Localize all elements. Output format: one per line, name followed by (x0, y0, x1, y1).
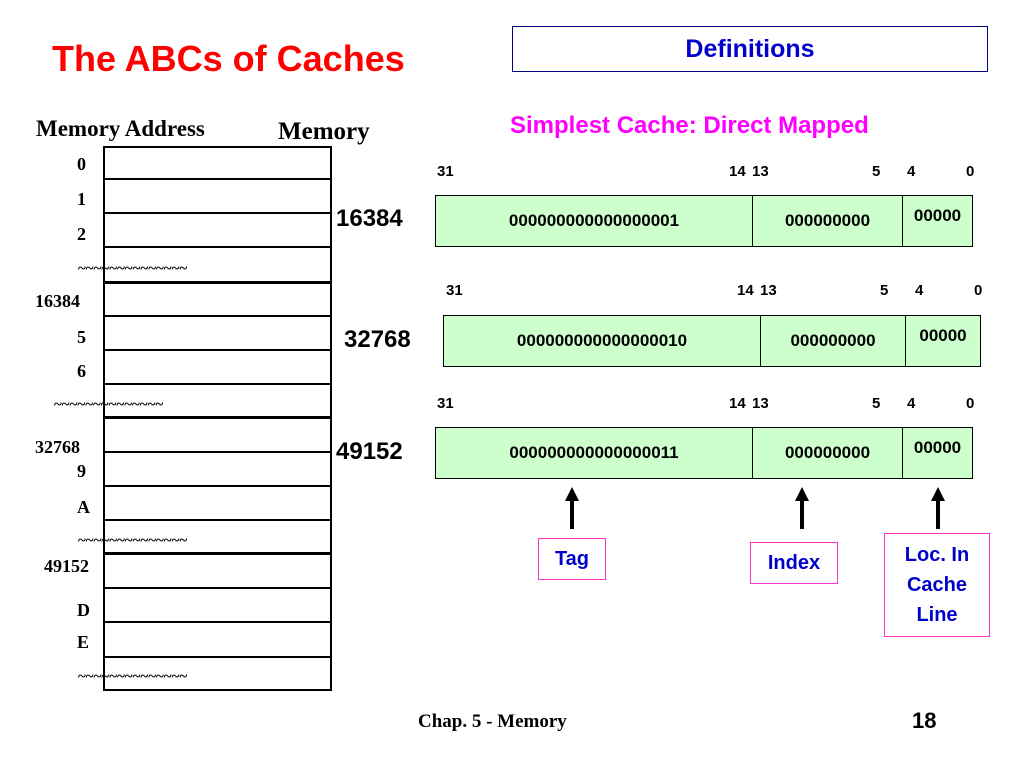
memory-cell-divider (103, 519, 332, 521)
tag-field: 000000000000000001 (508, 211, 680, 230)
address-value: 49152 (336, 438, 403, 465)
bit-number: 5 (872, 163, 881, 180)
memory-address-label: A (77, 497, 90, 517)
memory-cell-divider (103, 552, 332, 555)
bit-number: 13 (752, 395, 769, 412)
memory-address-label: 5 (77, 327, 86, 347)
slide-title: The ABCs of Caches (52, 38, 405, 79)
loc-label-line: Cache (906, 574, 968, 596)
offset-arrow-head (931, 487, 945, 501)
footer-text: Chap. 5 - Memory (418, 711, 567, 732)
bit-number: 5 (872, 395, 881, 412)
index-field: 000000000 (752, 428, 902, 478)
memory-cell-divider (103, 451, 332, 453)
memory-address-label: 6 (77, 361, 86, 381)
memory-cell-divider (103, 416, 332, 419)
memory-address-label: 9 (77, 461, 86, 481)
cache-subtitle: Simplest Cache: Direct Mapped (510, 112, 869, 139)
loc-in-cache-line-label: Loc. In Cache Line (884, 533, 990, 637)
bit-number: 4 (907, 395, 916, 412)
index-label: Index (750, 542, 838, 584)
bit-number: 4 (907, 163, 916, 180)
memory-ellipsis: ~~~~~~~~~~~~~~ (54, 397, 164, 413)
loc-label-line: Line (916, 604, 958, 626)
tag-label: Tag (538, 538, 606, 580)
offset-field: 00000 (902, 196, 972, 246)
memory-cell-divider (103, 587, 332, 589)
memory-address-label: 0 (77, 154, 86, 174)
bit-number: 31 (446, 282, 463, 299)
memory-address-heading: Memory Address (36, 116, 205, 141)
bit-number: 0 (966, 395, 975, 412)
tag-arrow-head (565, 487, 579, 501)
memory-ellipsis: ~~~~~~~~~~~~~~ (78, 669, 188, 685)
address-breakdown-box: 000000000000000001 000000000 00000 (435, 195, 973, 247)
tag-arrow (570, 499, 574, 529)
index-field: 000000000 (752, 196, 902, 246)
offset-arrow (936, 499, 940, 529)
memory-cell-divider (103, 246, 332, 248)
bit-number: 31 (437, 163, 454, 180)
offset-field: 00000 (905, 316, 980, 366)
page-number: 18 (912, 708, 937, 733)
memory-address-label: D (77, 600, 90, 620)
bit-number: 13 (752, 163, 769, 180)
address-breakdown-box: 000000000000000010 000000000 00000 (443, 315, 981, 367)
memory-address-label: 16384 (35, 291, 80, 311)
memory-cell-divider (103, 281, 332, 284)
address-value: 32768 (344, 326, 411, 353)
memory-ellipsis: ~~~~~~~~~~~~~~ (78, 533, 188, 549)
tag-field: 000000000000000010 (516, 331, 688, 350)
bit-number: 13 (760, 282, 777, 299)
memory-cell-divider (103, 383, 332, 385)
definitions-box: Definitions (512, 26, 988, 72)
memory-address-label: 1 (77, 189, 86, 209)
memory-cell-divider (103, 178, 332, 180)
loc-label-line: Loc. In (904, 544, 970, 566)
bit-number: 5 (880, 282, 889, 299)
memory-cell-divider (103, 349, 332, 351)
bit-number: 0 (966, 163, 975, 180)
bit-number: 4 (915, 282, 924, 299)
memory-address-label: E (77, 632, 90, 652)
bit-number: 14 (729, 395, 746, 412)
bit-number: 31 (437, 395, 454, 412)
memory-cell-divider (103, 315, 332, 317)
memory-cell-divider (103, 212, 332, 214)
index-arrow-head (795, 487, 809, 501)
memory-address-label: 49152 (44, 556, 89, 576)
index-field: 000000000 (760, 316, 905, 366)
memory-ellipsis: ~~~~~~~~~~~~~~ (78, 261, 188, 277)
address-breakdown-box: 000000000000000011 000000000 00000 (435, 427, 973, 479)
bit-number: 0 (974, 282, 983, 299)
memory-address-label: 2 (77, 224, 86, 244)
memory-cell-divider (103, 656, 332, 658)
bit-number: 14 (729, 163, 746, 180)
offset-field: 00000 (902, 428, 972, 478)
index-arrow (800, 499, 804, 529)
memory-heading: Memory (278, 118, 370, 145)
address-value: 16384 (336, 205, 403, 232)
tag-field: 000000000000000011 (509, 443, 679, 462)
memory-address-label: 32768 (35, 437, 80, 457)
memory-cell-divider (103, 485, 332, 487)
bit-number: 14 (737, 282, 754, 299)
memory-cell-divider (103, 621, 332, 623)
